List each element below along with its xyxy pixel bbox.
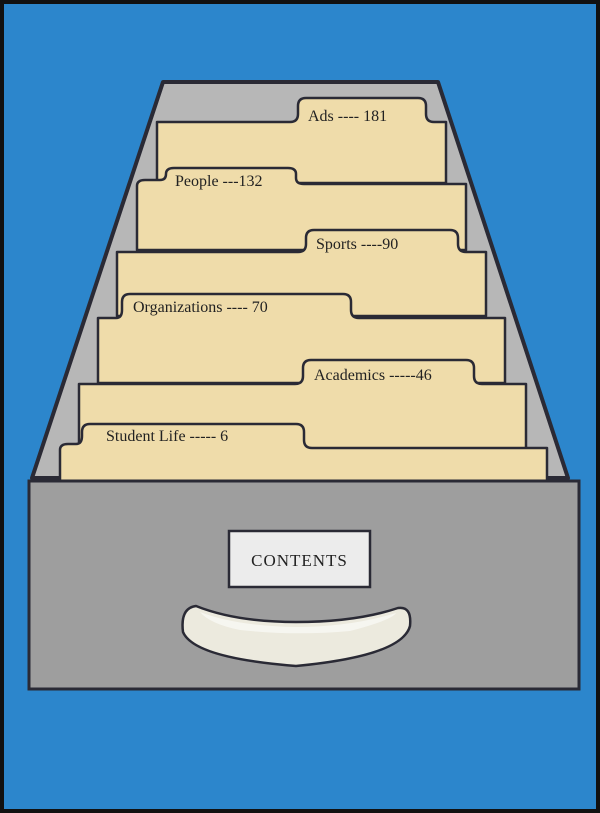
tab-labels: Ads ---- 181 People ---132 Sports ----90… [106,108,432,445]
card-ads [155,96,448,185]
card-student-life [58,422,549,484]
handle-highlight [200,612,396,634]
tab-label-sports: Sports ----90 [316,236,398,253]
tab-label-student-life: Student Life ----- 6 [106,428,228,445]
drawer-handle [181,604,412,668]
file-cards [58,96,549,484]
tab-label-organizations: Organizations ---- 70 [133,299,268,316]
tab-label-people: People ---132 [175,173,263,190]
tab-label-academics: Academics -----46 [314,367,432,384]
contents-label: CONTENTS [251,551,348,570]
label-plate [227,529,372,589]
tab-label-ads: Ads ---- 181 [308,108,387,125]
